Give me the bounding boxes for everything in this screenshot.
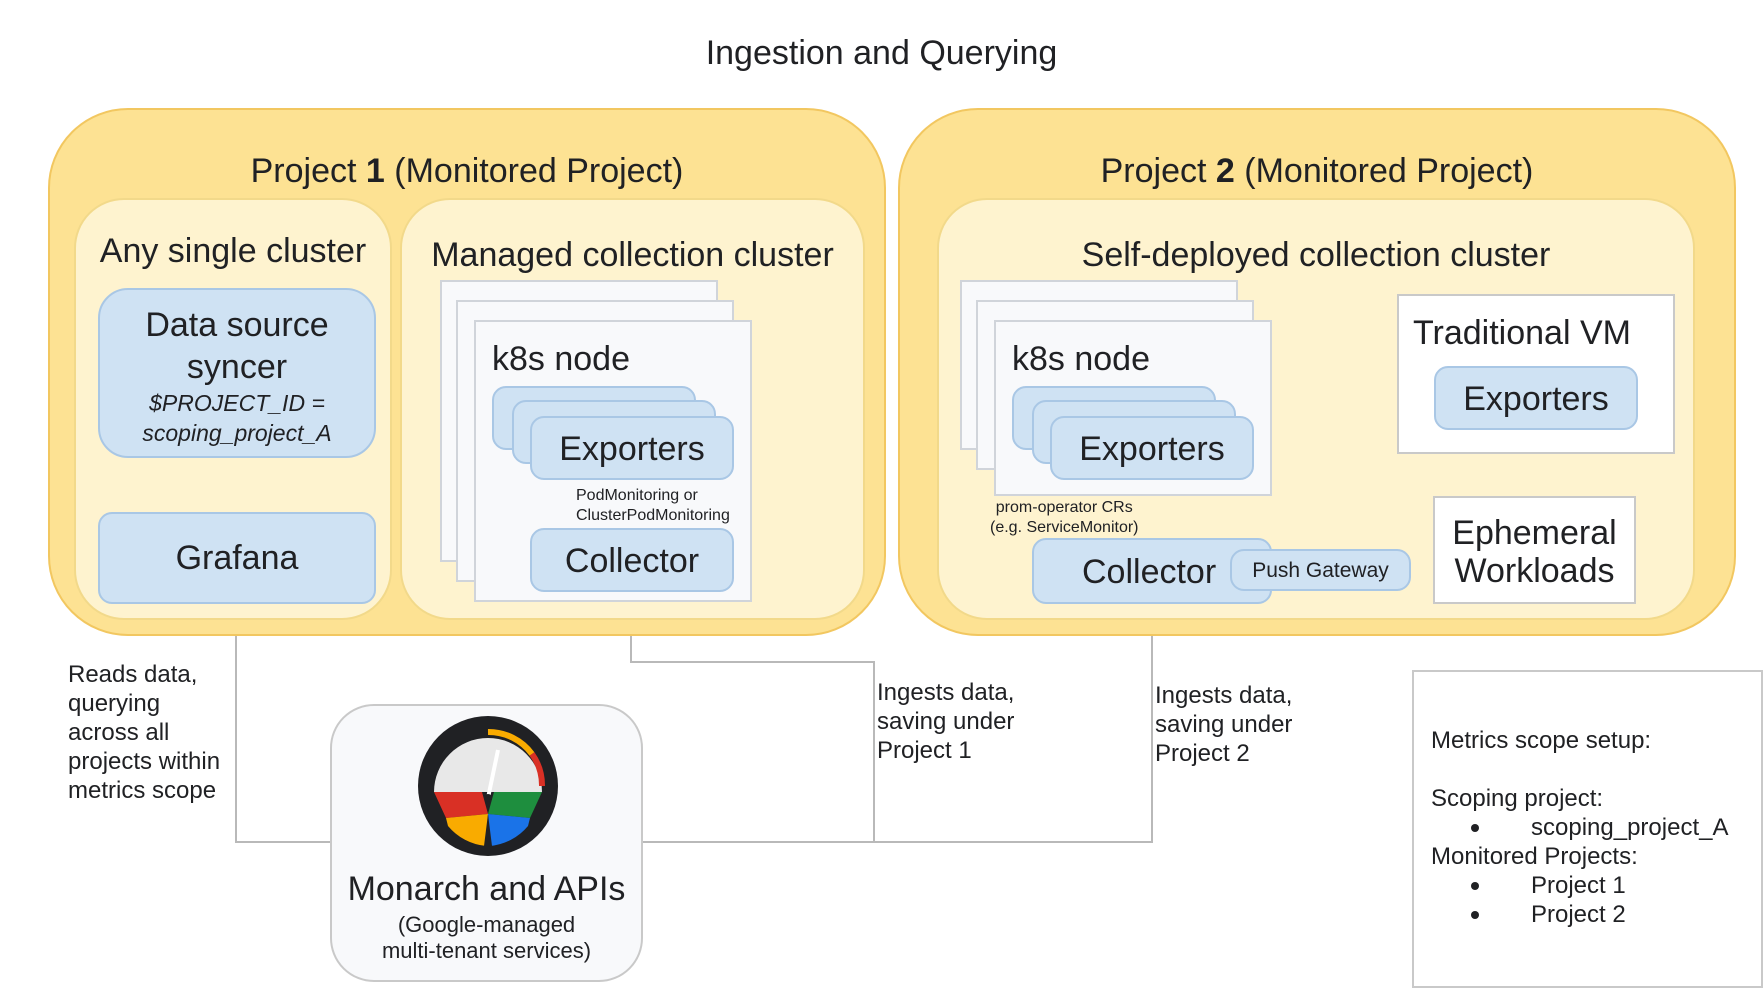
managed-collector[interactable]: Collector [530, 528, 734, 592]
self-crd-line-1: prom-operator CRs [995, 499, 1133, 516]
vm-title: Traditional VM [1413, 314, 1631, 352]
monitored-projects-label: Monitored Projects: [1431, 843, 1638, 870]
monarch-subtitle: (Google-managed multi-tenant services) [330, 912, 643, 964]
vm-exporters[interactable]: Exporters [1434, 366, 1638, 430]
grafana-box[interactable]: Grafana [98, 512, 376, 604]
self-crd-line-2: (e.g. ServiceMonitor) [990, 519, 1139, 536]
ingest-project-1-note: Ingests data, saving under Project 1 [877, 678, 1014, 765]
monitored-item: Project 2 [1431, 900, 1761, 929]
push-gateway[interactable]: Push Gateway [1230, 549, 1411, 591]
ingest2-line: Project 2 [1155, 740, 1250, 767]
self-k8s-node-label: k8s node [1012, 340, 1150, 378]
ingest-project-2-note: Ingests data, saving under Project 2 [1155, 681, 1292, 768]
bullet-icon [1471, 881, 1479, 890]
managed-crd-line-1: PodMonitoring or [576, 487, 698, 504]
syncer-param-1: $PROJECT_ID = [149, 390, 325, 416]
reads-line: projects within [68, 748, 221, 775]
syncer-param-2: scoping_project_A [142, 420, 332, 446]
self-crd-label: prom-operator CRs (e.g. ServiceMonitor) [990, 498, 1139, 538]
ingest1-line: saving under [877, 708, 1015, 735]
ingest2-line: Ingests data, [1155, 682, 1293, 709]
scope-heading: Metrics scope setup: [1431, 727, 1652, 754]
reads-line: Reads data, [68, 661, 198, 688]
managed-cluster-title: Managed collection cluster [431, 236, 834, 274]
ephemeral-workloads[interactable]: Ephemeral Workloads [1433, 496, 1636, 604]
ephemeral-line-1: Ephemeral [1452, 514, 1617, 552]
project-2-title: Project 2 (Monitored Project) [1100, 152, 1534, 190]
monitored-item: Project 1 [1431, 871, 1761, 900]
metrics-scope-panel: Metrics scope setup: Scoping project: sc… [1412, 670, 1763, 988]
syncer-label-2: syncer [186, 348, 288, 386]
scoping-item-text: scoping_project_A [1531, 814, 1729, 841]
managed-crd-label: PodMonitoring or ClusterPodMonitoring [576, 486, 730, 526]
syncer-label-1: Data source [145, 306, 329, 344]
collector2-monarch-line [874, 604, 1153, 843]
self-exporters[interactable]: Exporters [1050, 416, 1254, 480]
data-source-syncer[interactable]: Data source syncer $PROJECT_ID = scoping… [98, 288, 376, 458]
diagram-title: Ingestion and Querying [705, 34, 1058, 72]
monarch-sub-2: multi-tenant services) [381, 938, 592, 963]
ingest1-line: Ingests data, [877, 679, 1015, 706]
scoping-item: scoping_project_A [1431, 813, 1761, 842]
managed-exporters[interactable]: Exporters [530, 416, 734, 480]
scoping-project-label: Scoping project: [1431, 785, 1604, 812]
any-cluster-title: Any single cluster [99, 232, 367, 270]
k8s-node-label: k8s node [492, 340, 630, 378]
reads-data-note: Reads data, querying across all projects… [68, 660, 220, 805]
managed-crd-line-2: ClusterPodMonitoring [576, 507, 730, 524]
reads-line: metrics scope [68, 777, 217, 804]
gauge-icon [418, 716, 558, 856]
monitored-item-text: Project 1 [1531, 872, 1626, 899]
self-cluster-title: Self-deployed collection cluster [1081, 236, 1551, 274]
ephemeral-line-2: Workloads [1454, 552, 1615, 590]
grafana-monarch-line [235, 604, 330, 843]
bullet-icon [1471, 823, 1479, 832]
reads-line: querying [68, 690, 161, 717]
monitored-item-text: Project 2 [1531, 901, 1626, 928]
ingest2-line: saving under [1155, 711, 1293, 738]
reads-line: across all [68, 719, 170, 746]
monarch-sub-1: (Google-managed [397, 912, 576, 937]
project-1-title: Project 1 (Monitored Project) [250, 152, 684, 190]
ingest1-line: Project 1 [877, 737, 972, 764]
bullet-icon [1471, 910, 1479, 919]
collector1-monarch-line [630, 590, 875, 843]
monarch-title: Monarch and APIs [347, 870, 626, 908]
